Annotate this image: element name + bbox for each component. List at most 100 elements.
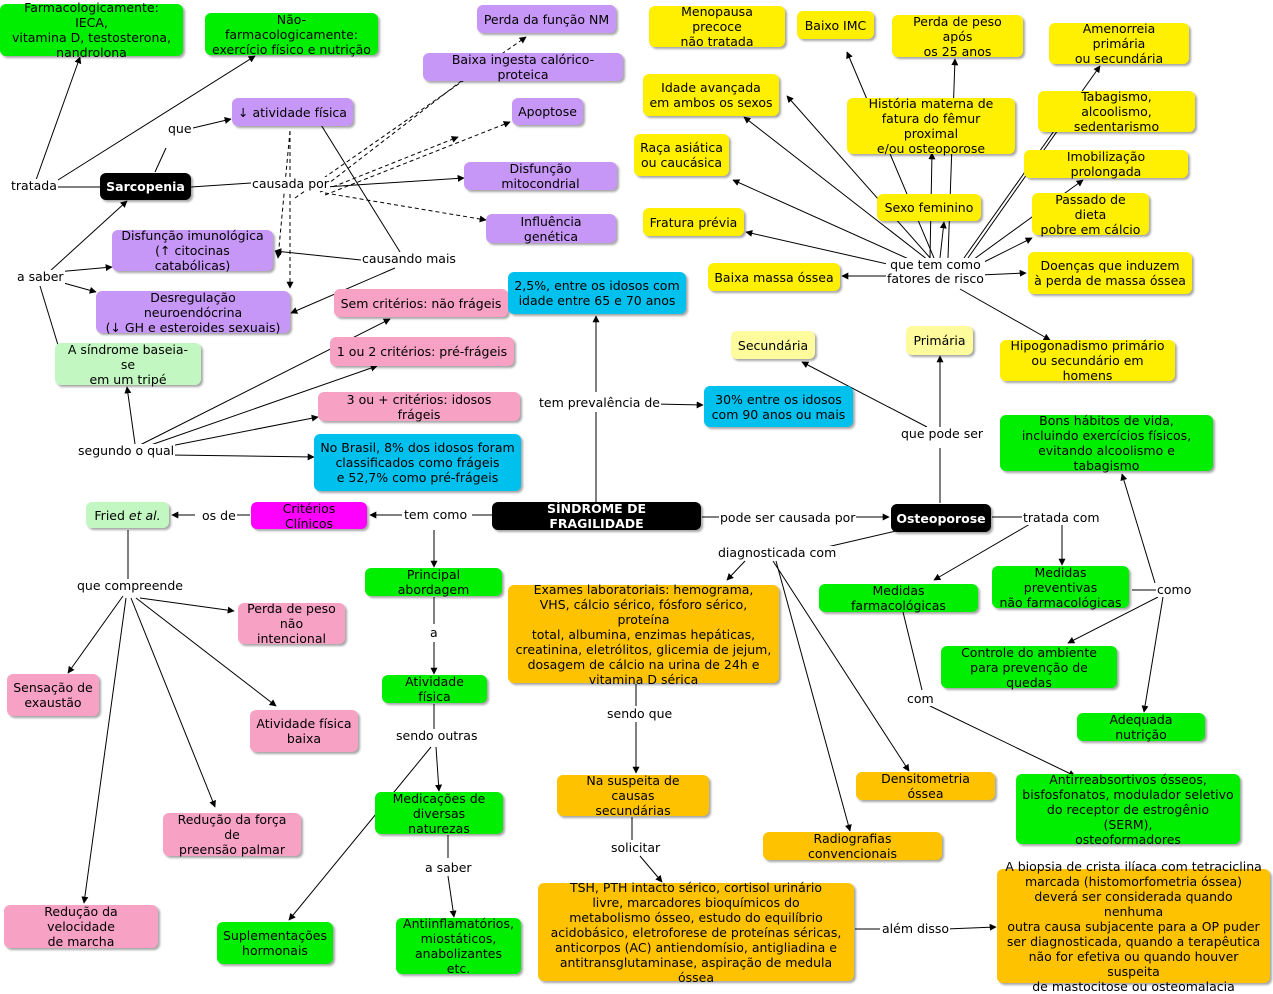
node-disfuncao-mitocondrial[interactable]: Disfunção mitocondrial: [464, 161, 617, 191]
node-medidas-farmacologicas[interactable]: Medidas farmacológicas: [819, 583, 978, 613]
connector-arrow: [81, 597, 127, 904]
node-atividade-fisica[interactable]: Atividade física: [382, 674, 487, 704]
node-tabagismo[interactable]: Tabagismo, alcoolismo, sedentarismo: [1038, 89, 1195, 134]
link-label-a: a: [429, 625, 439, 641]
node-atividade-fisica-reduzida[interactable]: ↓ atividade física: [232, 98, 353, 126]
link-label-causando-mais: causando mais: [361, 251, 457, 267]
node-perda-peso-nao-intencional[interactable]: Perda de peso não intencional: [238, 601, 345, 646]
connector-arrow: [726, 560, 746, 581]
node-osteoporose[interactable]: Osteoporose: [891, 504, 991, 532]
node-fratura-previa[interactable]: Fratura prévia: [643, 208, 744, 236]
node-perda-peso-25[interactable]: Perda de peso após os 25 anos: [892, 14, 1023, 59]
node-bons-habitos[interactable]: Bons hábitos de vida, incluindo exercíci…: [1000, 413, 1213, 473]
node-antirreabsortivos[interactable]: Antirreabsortivos ósseos, bisfosfonatos,…: [1016, 772, 1240, 847]
node-doencas-perda-massa[interactable]: Doenças que induzem à perda de massa óss…: [1028, 252, 1192, 294]
node-influencia-genetica[interactable]: Influência genética: [486, 214, 616, 244]
connector-arrow: [732, 179, 923, 266]
fried-label: Fried: [94, 507, 129, 523]
node-brasil-prevalencia[interactable]: No Brasil, 8% dos idosos foram classific…: [314, 434, 521, 491]
node-perda-funcao-nm[interactable]: Perda da função NM: [477, 5, 616, 33]
node-exames-laboratoriais[interactable]: Exames laboratoriais: hemograma, VHS, cá…: [508, 582, 779, 687]
node-sarcopenia[interactable]: Sarcopenia: [100, 173, 191, 200]
connector-arrow: [1141, 596, 1164, 713]
link-label-que-compreende: que compreende: [76, 578, 184, 594]
node-atividade-fisica-baixa[interactable]: Atividade física baixa: [250, 710, 358, 752]
node-medidas-preventivas[interactable]: Medidas preventivas não farmacológicas: [992, 565, 1129, 610]
node-sexo-feminino[interactable]: Sexo feminino: [877, 194, 981, 221]
connector-arrow: [959, 288, 1051, 341]
node-antiinflamatorios[interactable]: Antiinflamatórios, miostáticos, anaboliz…: [396, 916, 521, 976]
node-controle-ambiente[interactable]: Controle do ambiente para prevenção de q…: [941, 645, 1117, 690]
node-suplementacoes-hormonais[interactable]: Suplementações hormonais: [217, 922, 333, 964]
connector-arrow: [801, 361, 928, 428]
node-principal-abordagem[interactable]: Principal abordagem: [365, 567, 502, 597]
node-dieta-calcio[interactable]: Passado de dieta pobre em cálcio: [1032, 192, 1149, 237]
node-primaria[interactable]: Primária: [906, 326, 973, 355]
node-criterios-clinicos[interactable]: Critérios Clínicos: [251, 501, 367, 531]
node-velocidade-marcha[interactable]: Redução da velocidade de marcha: [4, 904, 158, 949]
connector-arrow: [933, 523, 1031, 581]
connector-arrow: [772, 560, 910, 772]
fried-et-al-label: et al.: [128, 507, 161, 523]
node-sem-criterios[interactable]: Sem critérios: não frágeis: [334, 289, 508, 317]
node-forca-preensao[interactable]: Redução da força de preensão palmar: [163, 812, 301, 857]
link-label-que-pode-ser: que pode ser: [900, 426, 985, 442]
node-apoptose[interactable]: Apoptose: [512, 98, 583, 125]
connector-arrow: [144, 364, 378, 448]
node-exames-secundarios[interactable]: TSH, PTH intacto sérico, cortisol urinár…: [538, 880, 854, 985]
node-prevalencia-90[interactable]: 30% entre os idosos com 90 anos ou mais: [704, 386, 853, 427]
connector-arrow: [55, 264, 113, 273]
node-baixo-imc[interactable]: Baixo IMC: [797, 11, 874, 39]
connector-arrow: [945, 923, 997, 931]
link-label-tem-como: tem como: [403, 507, 469, 523]
node-adequada-nutricao[interactable]: Adequada nutrição: [1077, 712, 1205, 742]
node-prevalencia-65-70[interactable]: 2,5%, entre os idosos com idade entre 65…: [508, 272, 686, 314]
link-label-pode-ser-causada: pode ser causada por: [719, 510, 857, 526]
link-label-tratada-com: tratada com: [1022, 510, 1101, 526]
connector-arrow: [786, 95, 933, 261]
node-fried-et-al[interactable]: Fried et al.: [86, 502, 169, 528]
connector-arrow: [135, 597, 277, 707]
node-medicacoes[interactable]: Medicações de diversas naturezas: [375, 791, 503, 836]
node-disfuncao-imunologica[interactable]: Disfunção imunológica (↑ citocinas catab…: [112, 228, 273, 273]
connector-arrow: [939, 221, 947, 259]
node-amenorreia[interactable]: Amenorreia primária ou secundária: [1049, 21, 1189, 66]
connector-arrow: [139, 597, 235, 614]
connector-arrow: [1067, 596, 1159, 644]
node-sindrome-fragilidade[interactable]: SÍNDROME DE FRAGILIDADE: [492, 501, 701, 531]
node-imobilizacao[interactable]: Imobilização prolongada: [1024, 149, 1188, 179]
node-suspeita-causas[interactable]: Na suspeita de causas secundárias: [557, 773, 709, 818]
connector-arrow: [130, 597, 216, 808]
node-tres-criterios[interactable]: 3 ou + critérios: idosos frágeis: [318, 392, 520, 422]
connector-arrow: [275, 130, 291, 259]
connector-arrow: [846, 51, 935, 259]
node-um-dois-criterios[interactable]: 1 ou 2 critérios: pré-frágeis: [330, 337, 514, 366]
node-biopsia[interactable]: A biopsia de crista ilíaca com tetracicl…: [997, 859, 1270, 994]
node-baixa-massa-ossea[interactable]: Baixa massa óssea: [708, 263, 840, 291]
connector-line: [317, 119, 401, 253]
node-sensacao-exaustao[interactable]: Sensação de exaustão: [7, 674, 99, 716]
node-menopausa[interactable]: Menopausa precoce não tratada: [649, 4, 785, 49]
node-radiografias[interactable]: Radiografias convencionais: [763, 831, 942, 861]
connector-arrow: [324, 121, 511, 196]
node-historia-materna[interactable]: História materna de fatura do fêmur prox…: [847, 96, 1015, 156]
node-secundaria[interactable]: Secundária: [731, 331, 815, 359]
link-label-sendo-outras: sendo outras: [395, 728, 479, 744]
node-hipogonadismo[interactable]: Hipogonadismo primário ou secundário em …: [1000, 338, 1175, 383]
node-densitometria[interactable]: Densitometria óssea: [856, 771, 995, 801]
node-baixa-ingesta[interactable]: Baixa ingesta calórico-proteica: [423, 52, 623, 82]
node-desregulacao-neuroendocrina[interactable]: Desregulação neuroendócrina (↓ GH e este…: [96, 290, 290, 335]
node-raca[interactable]: Raça asiática ou caucásica: [634, 134, 729, 176]
node-farmaco-sarcopenia[interactable]: Farmacologicamente: IECA, vitamina D, te…: [0, 0, 183, 60]
link-label-sendo-que: sendo que: [606, 706, 674, 722]
node-nao-farmaco-sarcopenia[interactable]: Não-farmacologicamente: exercício físico…: [205, 12, 378, 57]
node-sindrome-tripe[interactable]: A síndrome baseia-se em um tripé: [55, 342, 201, 387]
link-label-diagnosticada-com: diagnosticada com: [717, 545, 838, 561]
connector-arrow: [35, 56, 82, 181]
link-label-como: como: [1156, 582, 1193, 598]
connector-arrow: [967, 119, 1066, 259]
node-idade-avancada[interactable]: Idade avançada em ambos os sexos: [643, 74, 779, 116]
connector-arrow: [37, 200, 128, 283]
connector-arrow: [169, 453, 315, 461]
link-label-a-saber: a saber: [16, 269, 65, 285]
